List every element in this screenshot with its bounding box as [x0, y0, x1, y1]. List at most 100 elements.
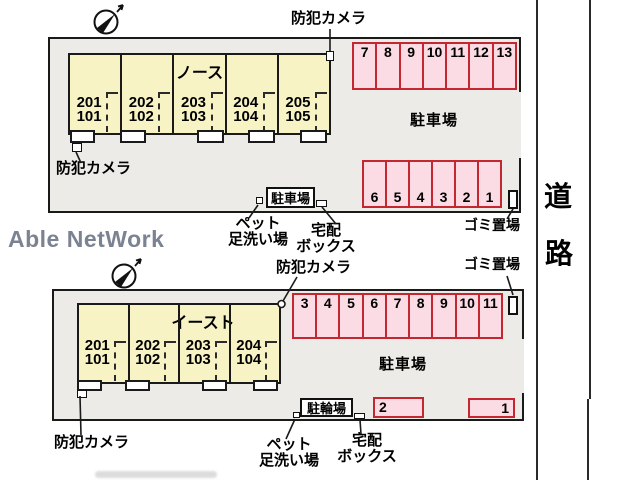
delivery-box-label-line1: 宅配 [310, 222, 341, 239]
parking-space: 4 [408, 160, 433, 208]
building-east-name: イースト [171, 315, 235, 332]
room-unit: 201 101 [70, 55, 123, 133]
delivery-box-label-line2: ボックス [296, 238, 356, 255]
entrance-step [197, 130, 224, 143]
parking-space: 6 [361, 293, 387, 339]
room-number-lower: 104 [236, 351, 262, 368]
pet-wash-label-line2: 足洗い場 [227, 231, 288, 248]
parking-space: 5 [338, 293, 364, 339]
door-swing-dash [113, 341, 126, 381]
room-numbers: 204 104 [233, 94, 270, 133]
room-numbers: 202 102 [135, 337, 172, 382]
garbage-area-label: ゴミ置場 [464, 217, 520, 233]
room-numbers: 203 103 [181, 95, 218, 133]
security-camera-label: 防犯カメラ [54, 434, 130, 451]
parking-space-wide: 1 [468, 398, 515, 418]
road-outer-edge [589, 0, 591, 399]
parking-space: 8 [375, 42, 401, 90]
room-numbers: 204 104 [236, 337, 273, 382]
parking-area-label: 駐車場 [378, 356, 427, 373]
pet-wash-label-line2: 足洗い場 [258, 452, 319, 469]
room-unit: 204 104 [231, 305, 280, 382]
room-numbers: 202 102 [128, 94, 166, 133]
door-swing-dash [158, 92, 171, 132]
east-site-right-border-upper [522, 291, 524, 339]
door-swing-dash [106, 92, 119, 132]
garbage-area-box [508, 190, 518, 209]
door-swing-dash [214, 341, 227, 381]
parking-space: 12 [468, 42, 494, 90]
room-number-lower: 105 [285, 108, 311, 125]
room-unit: 201 101 [79, 305, 130, 382]
room-numbers: 203 103 [185, 337, 223, 382]
room-number-upper: 204 [233, 94, 259, 111]
security-camera-label: 防犯カメラ [291, 10, 367, 27]
door-swing-dash [210, 92, 223, 132]
parking-space: 10 [454, 293, 480, 339]
room-numbers: 201 101 [84, 337, 122, 382]
road-label-char2: 路 [545, 238, 574, 269]
room-number-upper: 204 [236, 337, 262, 354]
parking-space-wide: 2 [373, 397, 424, 418]
watermark: Able NetWork [8, 226, 165, 252]
room-number-upper: 203 [185, 337, 211, 354]
room-number-lower: 104 [233, 108, 259, 125]
security-camera-box [72, 143, 82, 152]
room-number-upper: 202 [128, 94, 154, 111]
north-arrow-compass [93, 4, 124, 35]
entrance-step [120, 130, 146, 143]
parking-space: 6 [362, 160, 387, 208]
delivery-box-label-line2: ボックス [337, 448, 397, 465]
room-unit: 204 104 [227, 55, 279, 133]
parking-row-3-11: 3 4 5 6 7 8 9 10 11 [292, 293, 503, 339]
entrance-step [300, 130, 327, 143]
room-number-lower: 101 [76, 108, 102, 125]
building-east: イースト 201 101 202 102 203 103 [77, 303, 281, 384]
parking-space: 8 [408, 293, 434, 339]
road-label-char1: 道 [544, 181, 573, 212]
garbage-area-box [508, 296, 518, 315]
security-camera-box [77, 390, 87, 398]
room-number-upper: 202 [135, 337, 161, 354]
delivery-box-label: 宅配 ボックス [293, 223, 359, 255]
door-swing-dash [164, 341, 176, 381]
parking-space: 10 [421, 42, 448, 90]
security-camera-label: 防犯カメラ [276, 259, 352, 276]
east-site-right-border-lower [522, 393, 524, 419]
room-unit: 203 103 [174, 55, 227, 133]
road-outer-edge-lower [587, 399, 589, 480]
pet-wash-label-line1: ペット [235, 215, 281, 232]
security-camera-box [326, 51, 334, 61]
entrance-step [77, 380, 102, 391]
parking-area-label: 駐車場 [409, 112, 458, 129]
room-unit: 202 102 [130, 305, 180, 382]
room-unit: 203 103 [180, 305, 231, 382]
parking-space: 13 [491, 42, 517, 90]
parking-space: 4 [315, 293, 341, 339]
north-site-right-border-lower [519, 158, 521, 211]
room-number-upper: 205 [285, 94, 311, 111]
room-number-upper: 201 [84, 337, 110, 354]
door-swing-dash [315, 92, 328, 132]
parking-sign: 駐車場 [266, 187, 315, 208]
entrance-step [253, 380, 278, 391]
garbage-area-label: ゴミ置場 [464, 256, 520, 272]
pet-wash-label-line1: ペット [266, 436, 312, 453]
delivery-box-label: 宅配 ボックス [332, 433, 402, 465]
bicycle-parking-sign: 駐輪場 [300, 398, 353, 417]
parking-space: 7 [384, 293, 411, 339]
entrance-step [70, 130, 95, 143]
building-north-name: ノース [175, 65, 224, 82]
room-number-lower: 102 [128, 108, 154, 125]
room-number-lower: 101 [84, 351, 110, 368]
north-site: ノース 201 101 202 102 203 103 [48, 37, 521, 213]
parking-space: 9 [398, 42, 424, 90]
room-number-lower: 103 [185, 351, 211, 368]
building-north: ノース 201 101 202 102 203 103 [68, 53, 331, 135]
door-swing-dash [262, 92, 275, 132]
parking-space: 3 [431, 160, 456, 208]
entrance-step [248, 130, 275, 143]
delivery-locker-box [354, 413, 365, 419]
entrance-step [202, 380, 227, 391]
